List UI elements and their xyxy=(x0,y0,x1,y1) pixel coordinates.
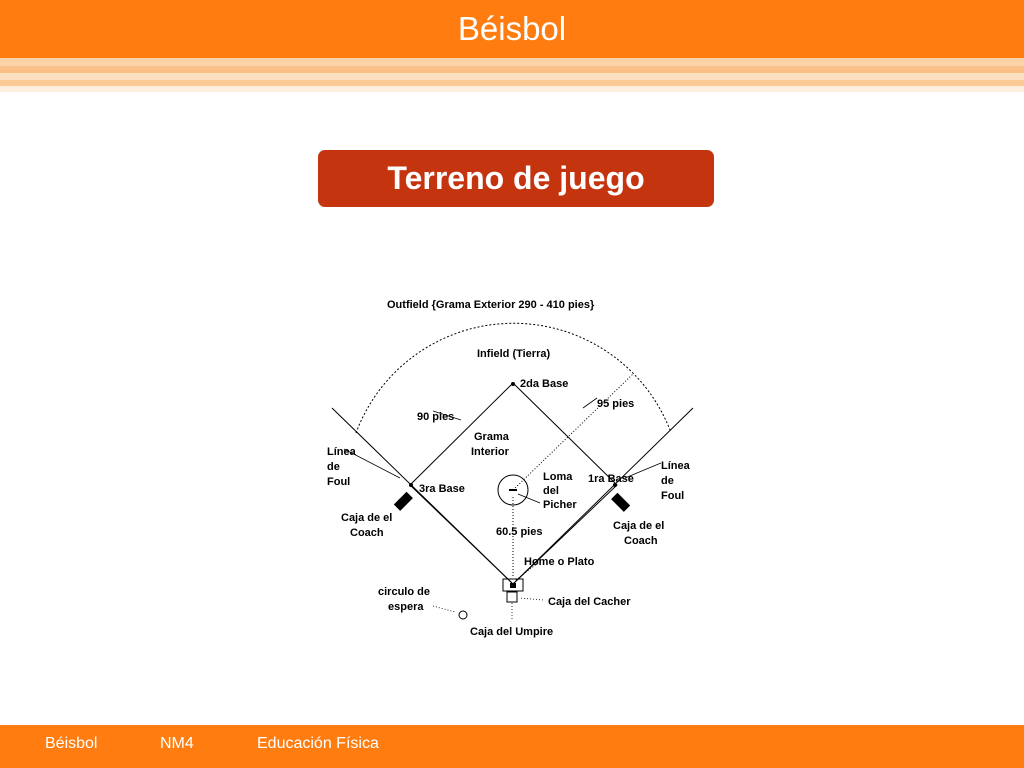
batter-box xyxy=(502,578,524,592)
coach-box-left-label: Caja de el xyxy=(341,512,392,524)
on-deck-label: espera xyxy=(388,601,424,613)
footer-level: NM4 xyxy=(160,735,194,752)
header-bar xyxy=(0,0,1024,58)
footer-bar: Béisbol NM4 Educación Física xyxy=(0,725,1024,768)
home-plate xyxy=(510,583,516,588)
umpire-box-label: Caja del Umpire xyxy=(470,626,553,638)
ninety-five-feet-label: 95 pies xyxy=(597,398,634,410)
coach-box-left xyxy=(393,491,413,511)
first-base-marker xyxy=(613,483,617,487)
foul-line-right-label: Línea xyxy=(661,460,691,472)
header-stripe xyxy=(0,80,1024,86)
infield-label: Infield (Tierra) xyxy=(477,348,550,360)
foul-line-left xyxy=(331,407,514,585)
header-stripe xyxy=(0,86,1024,92)
outfield-label: Outfield {Grama Exterior 290 - 410 pies} xyxy=(387,299,595,311)
catcher-box xyxy=(506,591,518,603)
first-base-label: 1ra Base xyxy=(588,473,634,485)
foul-line-right-label: de xyxy=(661,475,674,487)
header-stripe xyxy=(0,66,1024,73)
pitcher-mound xyxy=(497,474,529,506)
foul-line-right xyxy=(512,407,694,585)
second-base-label: 2da Base xyxy=(520,378,568,390)
on-deck-circle xyxy=(458,610,468,620)
second-base-marker xyxy=(511,382,515,386)
grass-label: Grama xyxy=(474,431,510,443)
sixty-feet-label: 60.5 pies xyxy=(496,526,542,538)
distance-line-95 xyxy=(512,373,634,491)
third-base-marker xyxy=(409,483,413,487)
coach-box-right-label: Coach xyxy=(624,535,658,547)
foul-line-left-label: Línea xyxy=(327,446,357,458)
ninety-feet-label: 90 pies xyxy=(417,411,454,423)
foul-line-left-label: de xyxy=(327,461,340,473)
header-stripe xyxy=(0,58,1024,66)
section-label: Terreno de juego xyxy=(318,150,714,207)
coach-box-right xyxy=(611,492,631,512)
third-base-label: 3ra Base xyxy=(419,483,465,495)
header-stripe xyxy=(0,73,1024,80)
grass-label: Interior xyxy=(471,446,510,458)
coach-box-right-label: Caja de el xyxy=(613,520,664,532)
catcher-box-label: Caja del Cacher xyxy=(548,596,631,608)
foul-line-right-label: Foul xyxy=(661,490,684,502)
footer-course: Béisbol xyxy=(45,735,98,752)
outfield-arc xyxy=(355,322,671,434)
page-title: Béisbol xyxy=(457,10,567,47)
foul-line-left-label: Foul xyxy=(327,476,350,488)
mound-label: Loma xyxy=(543,471,573,483)
coach-box-left-label: Coach xyxy=(350,527,384,539)
on-deck-label: circulo de xyxy=(378,586,430,598)
mound-label: del xyxy=(543,485,559,497)
mound-label: Picher xyxy=(543,499,577,511)
home-plate-label: Home o Plato xyxy=(524,556,595,568)
footer-subject: Educación Física xyxy=(257,735,379,752)
